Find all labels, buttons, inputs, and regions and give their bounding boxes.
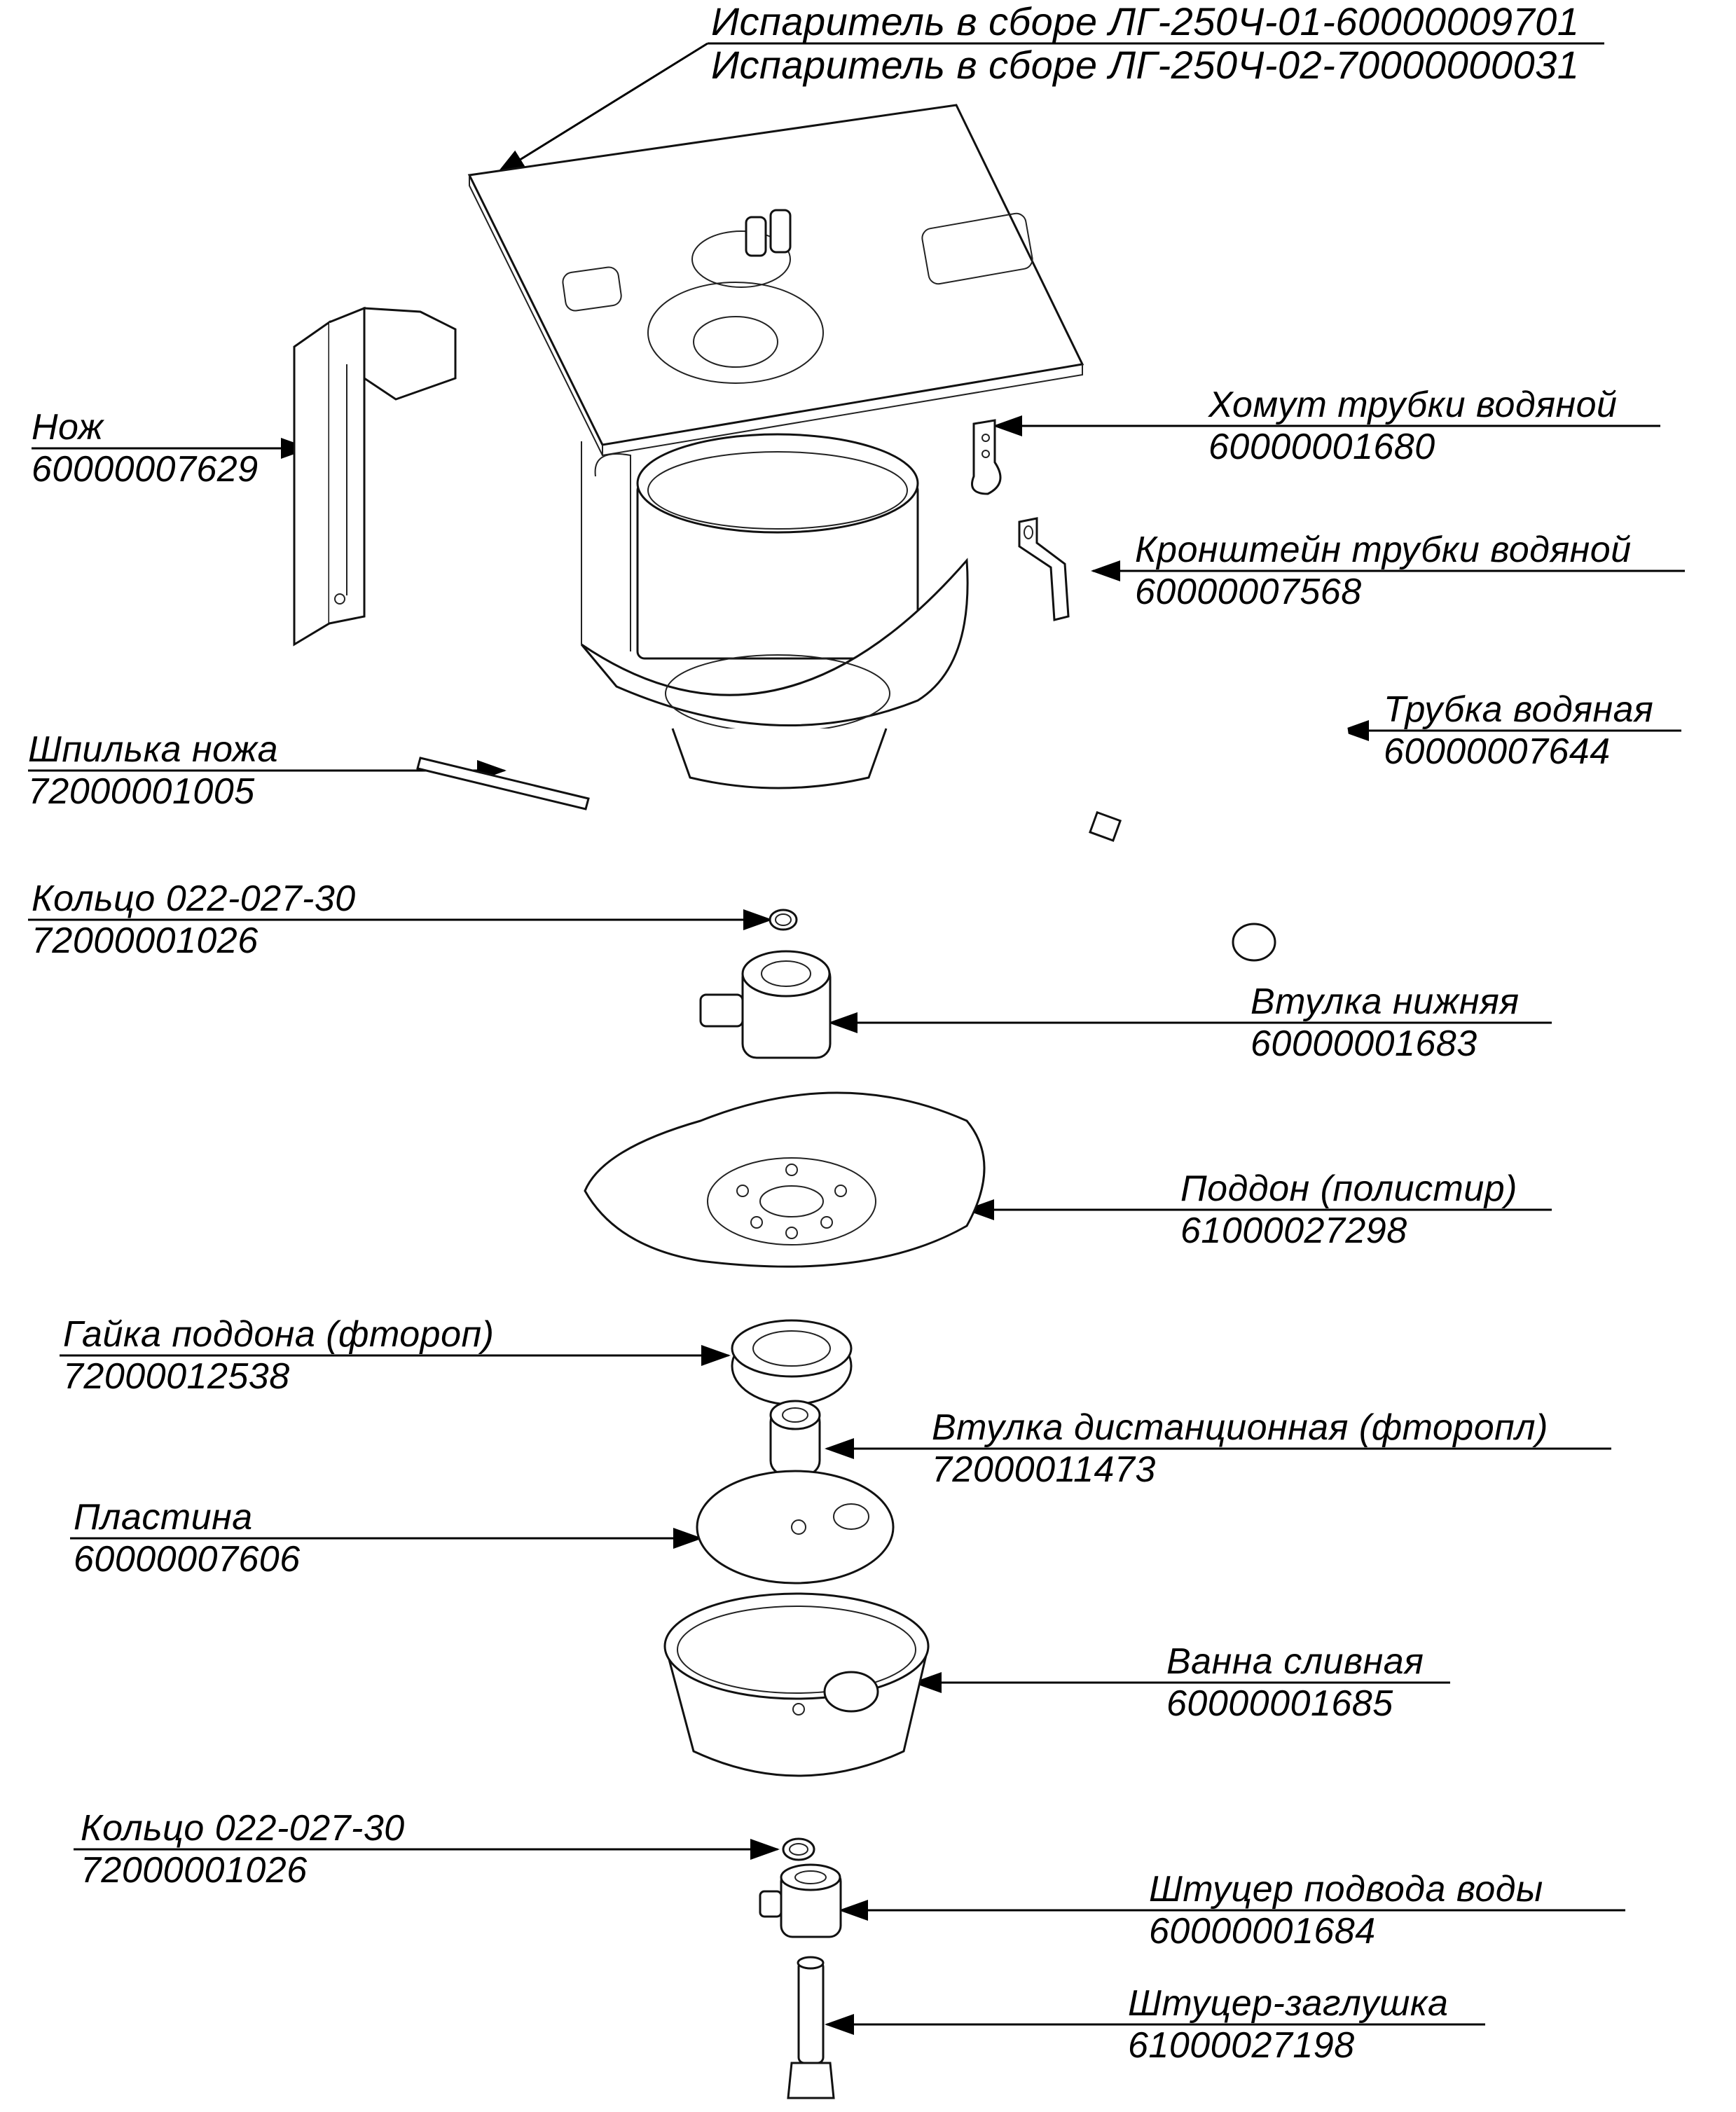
callout-water-tube-bracket: Кронштейн трубки водяной 60000007568	[1135, 529, 1632, 613]
callout-plug-fitting: Штуцер-заглушка 61000027198	[1128, 1982, 1448, 2066]
callout-code: 60000007644	[1384, 731, 1611, 772]
tray-part	[584, 1091, 986, 1268]
callout-tray-nut: Гайка поддона (фтороп) 72000012538	[63, 1313, 494, 1397]
callout-name: Штуцер подвода воды	[1149, 1869, 1543, 1910]
callout-name: Кольцо 022-027-30	[81, 1808, 405, 1849]
callout-code: 72000011473	[932, 1449, 1156, 1490]
title-line-2: Испаритель в сборе ЛГ-250Ч-02-7000000003…	[711, 43, 1580, 87]
bracket-part	[1018, 517, 1070, 621]
callout-name: Кольцо 022-027-30	[32, 878, 356, 919]
callout-code: 72000001026	[32, 920, 259, 961]
callout-plate: Пластина 60000007606	[74, 1496, 301, 1580]
callout-knife-pin: Шпилька ножа 72000001005	[28, 729, 278, 813]
callout-name: Штуцер-заглушка	[1128, 1983, 1449, 2024]
title-callout: Испаритель в сборе ЛГ-250Ч-01-6000000970…	[711, 0, 1579, 87]
callout-name: Кронштейн трубки водяной	[1135, 530, 1632, 570]
callout-name: Шпилька ножа	[28, 729, 279, 770]
knife-pin-part	[416, 757, 590, 810]
callout-water-tube-clamp: Хомут трубки водяной 60000001680	[1208, 384, 1617, 468]
knife-part	[293, 306, 457, 647]
callout-ring-bottom: Кольцо 022-027-30 72000001026	[81, 1807, 405, 1891]
callout-code: 60000001683	[1251, 1023, 1477, 1064]
callout-name: Ванна сливная	[1166, 1641, 1424, 1682]
water-inlet-part	[759, 1863, 842, 1938]
clamp-part	[971, 419, 1002, 495]
callout-code: 60000001680	[1208, 427, 1435, 467]
callout-water-inlet-fitting: Штуцер подвода воды 60000001684	[1149, 1868, 1543, 1952]
callout-code: 61000027198	[1128, 2025, 1355, 2066]
callout-name: Хомут трубки водяной	[1208, 385, 1618, 425]
callout-code: 60000007606	[74, 1539, 301, 1580]
callout-drain-bath: Ванна сливная 60000001685	[1166, 1641, 1424, 1725]
callout-name: Втулка дистанционная (фторопл)	[932, 1407, 1548, 1448]
callout-name: Пластина	[74, 1497, 253, 1538]
title-line-1: Испаритель в сборе ЛГ-250Ч-01-6000000970…	[711, 0, 1580, 43]
spacer-bushing-part	[769, 1400, 821, 1476]
water-tube-part	[1010, 639, 1349, 962]
leader-title-arrow	[495, 42, 708, 175]
ring-top-part	[769, 909, 798, 931]
callout-code: 72000001026	[81, 1850, 308, 1891]
callout-name: Гайка поддона (фтороп)	[63, 1314, 495, 1355]
callout-lower-bushing: Втулка нижняя 60000001683	[1251, 981, 1520, 1065]
callout-code: 60000007568	[1135, 572, 1362, 612]
evaporator-assembly	[467, 104, 1084, 789]
callout-code: 61000027298	[1180, 1210, 1407, 1251]
callout-name: Поддон (полистир)	[1180, 1168, 1517, 1209]
callout-code: 72000001005	[28, 771, 255, 812]
callout-name: Втулка нижняя	[1251, 981, 1520, 1022]
callout-ring-top: Кольцо 022-027-30 72000001026	[32, 878, 356, 962]
leader-lines	[28, 42, 1685, 2035]
drain-bath-part	[663, 1592, 930, 1777]
callout-code: 60000001685	[1166, 1683, 1393, 1724]
callout-code: 60000007629	[32, 449, 259, 490]
lower-bushing-part	[699, 950, 832, 1059]
tray-nut-part	[731, 1319, 853, 1406]
callout-code: 60000001684	[1149, 1911, 1376, 1952]
callout-water-tube: Трубка водяная 60000007644	[1384, 689, 1653, 773]
callout-knife: Нож 60000007629	[32, 406, 259, 490]
plate-part	[696, 1470, 895, 1585]
ring-bottom-part	[782, 1837, 815, 1861]
plug-fitting-part	[787, 1956, 835, 2099]
callout-name: Нож	[32, 407, 104, 448]
callout-tray: Поддон (полистир) 61000027298	[1180, 1168, 1517, 1252]
callout-name: Трубка водяная	[1384, 689, 1654, 730]
callout-spacer-bushing: Втулка дистанционная (фторопл) 720000114…	[932, 1407, 1548, 1491]
callout-code: 72000012538	[63, 1356, 290, 1397]
